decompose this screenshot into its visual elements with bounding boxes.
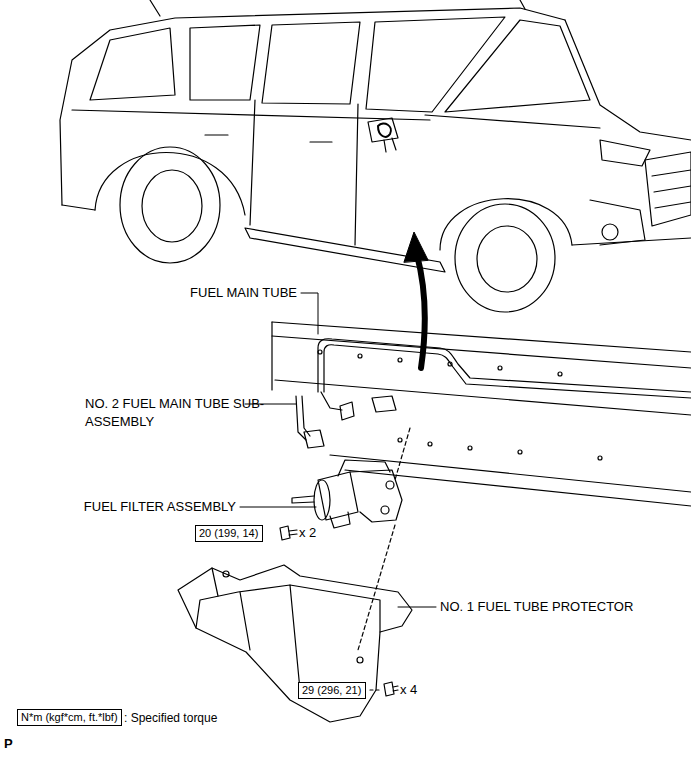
fuel-tube [296, 339, 691, 448]
torque-value: N*m (kgf*cm, ft.*lbf) [21, 711, 118, 724]
fuel-filter [292, 460, 402, 528]
torque-box: 29 (296, 21) [298, 682, 366, 699]
torque-value: 29 (296, 21) [302, 684, 362, 697]
part-name: NO. 2 FUEL MAIN TUBE SUB-ASSEMBLY [85, 395, 265, 431]
torque-box: 20 (199, 14) [195, 525, 263, 542]
quantity: x 2 [299, 524, 316, 542]
body-panel [272, 322, 691, 506]
location-arrow [417, 255, 425, 368]
bolt [280, 526, 297, 540]
torque-legend-box: N*m (kgf*cm, ft.*lbf) [17, 709, 122, 726]
torque-value: 20 (199, 14) [199, 527, 259, 540]
fuel-tube-protector [178, 565, 412, 722]
figure-code: P [4, 735, 13, 753]
bolt [384, 682, 398, 696]
part-name: NO. 1 FUEL TUBE PROTECTOR [440, 598, 633, 616]
leader-line [240, 293, 436, 607]
legend-text: : Specified torque [124, 709, 217, 727]
part-name: FUEL FILTER ASSEMBLY [84, 498, 236, 516]
quantity: x 4 [400, 681, 417, 699]
part-name: FUEL MAIN TUBE [190, 284, 297, 302]
vehicle-drawing [60, 0, 691, 312]
